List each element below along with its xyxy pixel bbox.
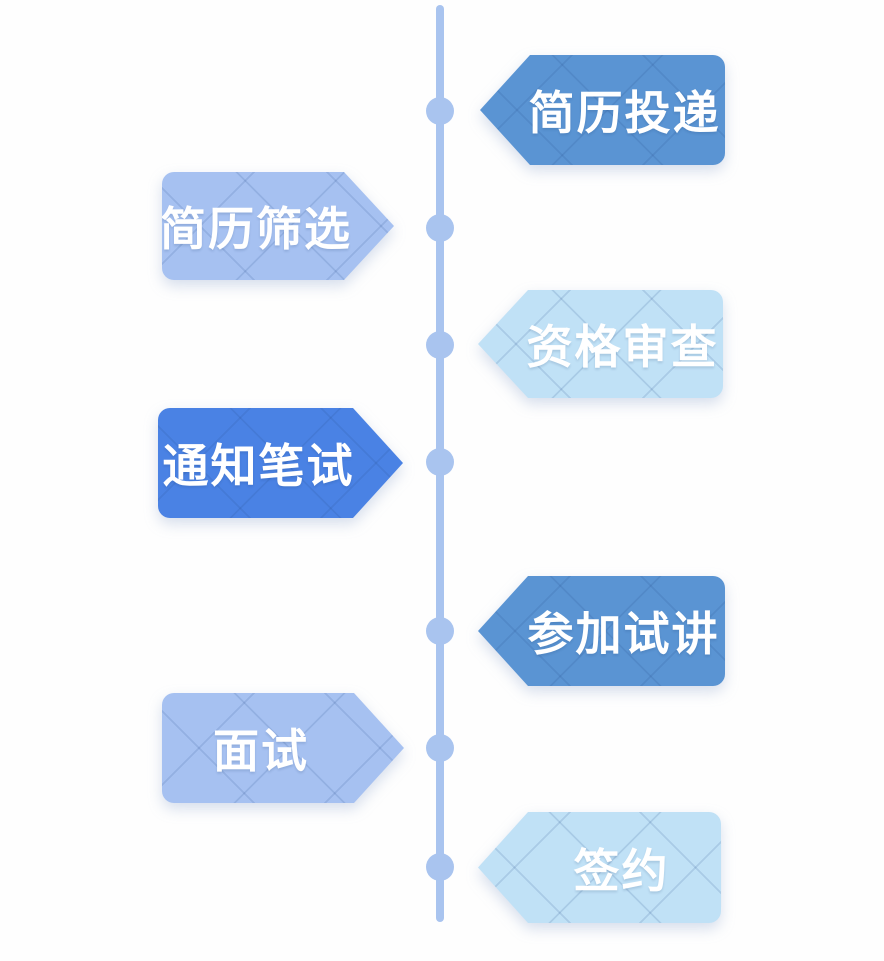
step-banner-contract-signing: 签约 [478, 812, 721, 923]
timeline-node [426, 97, 454, 125]
arrow-banner-shape: 参加试讲 [478, 576, 725, 686]
timeline-node [426, 331, 454, 359]
arrow-banner-shape: 资格审查 [478, 290, 723, 398]
step-banner-qualification-review: 资格审查 [478, 290, 723, 398]
step-banner-resume-submission: 简历投递 [480, 55, 725, 165]
step-label: 面试 [213, 725, 309, 777]
step-label: 简历投递 [528, 87, 721, 139]
timeline-node [426, 734, 454, 762]
arrow-banner-shape: 面试 [162, 693, 404, 803]
step-label: 参加试讲 [527, 608, 720, 660]
step-label: 通知笔试 [162, 440, 355, 492]
step-banner-trial-lecture: 参加试讲 [478, 576, 725, 686]
timeline-node [426, 448, 454, 476]
step-label: 资格审查 [526, 321, 719, 373]
arrow-banner-shape: 简历投递 [480, 55, 725, 165]
arrow-banner-shape: 简历筛选 [162, 172, 394, 280]
step-banner-written-test-notice: 通知笔试 [158, 408, 403, 518]
arrow-banner-shape: 签约 [478, 812, 721, 923]
arrow-banner-shape: 通知笔试 [158, 408, 403, 518]
timeline-node [426, 214, 454, 242]
step-banner-resume-screening: 简历筛选 [162, 172, 394, 280]
timeline-node [426, 853, 454, 881]
timeline-node [426, 617, 454, 645]
step-label: 签约 [573, 844, 670, 897]
step-label: 简历筛选 [160, 203, 352, 255]
step-banner-interview: 面试 [162, 693, 404, 803]
